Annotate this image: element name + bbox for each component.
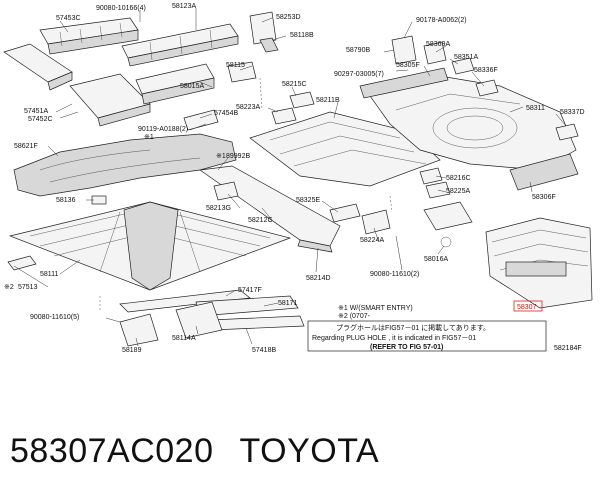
note-date: ※2 (0707- (338, 313, 371, 320)
note-smart-entry: ※1 W/(SMART ENTRY) (338, 305, 413, 312)
label-58369a: 58369A (426, 41, 450, 48)
bracket-58216c (419, 167, 443, 185)
cover-57513 (7, 255, 37, 271)
label-90297: 90297-03005(7) (334, 71, 384, 78)
label-58223a: 58223A (236, 104, 260, 111)
label-58189: 58189 (122, 347, 142, 354)
label-58115: 58115 (226, 62, 245, 69)
label-89992b: 89992B (226, 153, 250, 160)
label-58171: 58171 (278, 300, 298, 307)
label-58118b: 58118B (290, 32, 314, 39)
label-58225a: 58225A (446, 188, 470, 195)
note-plug-hole-en: Regarding PLUG HOLE , it is indicated in… (312, 335, 476, 342)
label-58136: 58136 (56, 197, 76, 204)
bracket-58369a (423, 41, 447, 65)
label-58790b: 58790B (346, 47, 370, 54)
label-58212c: 58212C (248, 217, 273, 224)
bracket-58189 (119, 313, 159, 347)
notes: ※1 W/(SMART ENTRY) ※2 (0707- プラグホールはFIG5… (307, 305, 547, 352)
label-90080-10166: 90080-10166(4) (96, 5, 146, 12)
bracket-58336f (475, 79, 499, 97)
label-57453c: 57453C (56, 15, 81, 22)
bracket-58253d (249, 11, 279, 53)
label-90119: 90119-A0188(2) (138, 126, 188, 133)
highlight-box-58307 (513, 300, 543, 312)
end-panel-58306f (509, 153, 579, 191)
bracket-58136 (91, 195, 107, 205)
label-58224a: 58224A (360, 237, 384, 244)
note-plug-hole-jp: プラグホールはFIG57－01 に掲載してあります。 (336, 323, 490, 332)
bracket-58224a (361, 209, 391, 235)
label-90178: 90178-A0062(2) (416, 17, 467, 24)
part-labels: 57453C 90080-10166(4) 58123A 58253D 9017… (4, 3, 585, 354)
insulator-58621f (13, 133, 237, 197)
label-58123a: 58123A (172, 3, 196, 10)
reinforcement-58015a (135, 63, 215, 105)
label-58215c: 58215C (282, 81, 307, 88)
cross-member-57451a (69, 73, 151, 127)
label-57513: 57513 (18, 284, 38, 291)
bracket-58325e (329, 203, 361, 223)
label-58016a: 58016A (424, 256, 448, 263)
front-floor-pan-58111 (8, 201, 292, 291)
caption: 58307AC020 TOYOTA (10, 432, 590, 482)
crossmember-58305f (359, 67, 449, 99)
part-number: 58307AC020 (10, 432, 214, 470)
label-58111: 58111 (40, 271, 59, 278)
bracket-58790b (391, 35, 417, 65)
marker-star1-b: ※1 (216, 153, 226, 160)
marker-star2: ※2 (4, 284, 14, 291)
sill-57417f (119, 289, 251, 313)
label-58214d: 58214D (306, 275, 331, 282)
label-58311: 58311 (526, 105, 545, 112)
bracket-58114a (175, 301, 223, 339)
label-57418b: 57418B (252, 347, 276, 354)
leader-lines (13, 8, 567, 347)
label-58211b: 58211B (316, 97, 340, 104)
notes-box (307, 320, 547, 352)
label-58114a: 58114A (172, 335, 196, 342)
cross-member-57453c (39, 17, 139, 55)
label-58253d: 58253D (276, 14, 301, 21)
label-58336f: 58336F (474, 67, 498, 74)
bracket-58215c (289, 91, 315, 109)
bracket-58351a (451, 57, 475, 75)
bracket-58223a (271, 107, 297, 125)
marker-star1-a: ※1 (144, 134, 154, 141)
center-floor-58211b (249, 111, 441, 187)
bracket-57454b (183, 109, 219, 131)
parts-diagram: 57453C 90080-10166(4) 58123A 58253D 9017… (3, 3, 593, 354)
bracket-58016a (423, 201, 473, 248)
label-57417f: 57417F (238, 287, 262, 294)
bracket-58213g (213, 181, 239, 201)
label-58325e: 58325E (296, 197, 320, 204)
label-58351a: 58351A (454, 54, 478, 61)
label-90080-11610-5: 90080-11610(5) (30, 314, 79, 321)
label-90080-11610-2: 90080-11610(2) (370, 271, 419, 278)
cross-member-58123a (121, 23, 239, 67)
rear-panel-58307 (485, 217, 593, 309)
label-57454b: 57454B (214, 110, 238, 117)
label-58621f: 58621F (14, 143, 38, 150)
brand-name: TOYOTA (239, 432, 380, 470)
label-58306f: 58306F (532, 194, 556, 201)
label-582184f: 582184F (554, 345, 582, 352)
label-58213g: 58213G (206, 205, 231, 212)
label-58337d: 58337D (560, 109, 585, 116)
label-58216c: 58216C (446, 175, 471, 182)
sill-57418b (209, 315, 305, 331)
bracket-58337d (555, 123, 579, 141)
note-refer: (REFER TO FIG 57-01) (370, 344, 443, 351)
label-58015a: 58015A (180, 83, 204, 90)
label-57451a: 57451A (24, 108, 48, 115)
label-57452c: 57452C (28, 116, 53, 123)
label-58307-highlighted: 58307 (517, 304, 537, 311)
bracket-left-upper (3, 43, 73, 91)
label-58305f: 58305F (396, 62, 420, 69)
